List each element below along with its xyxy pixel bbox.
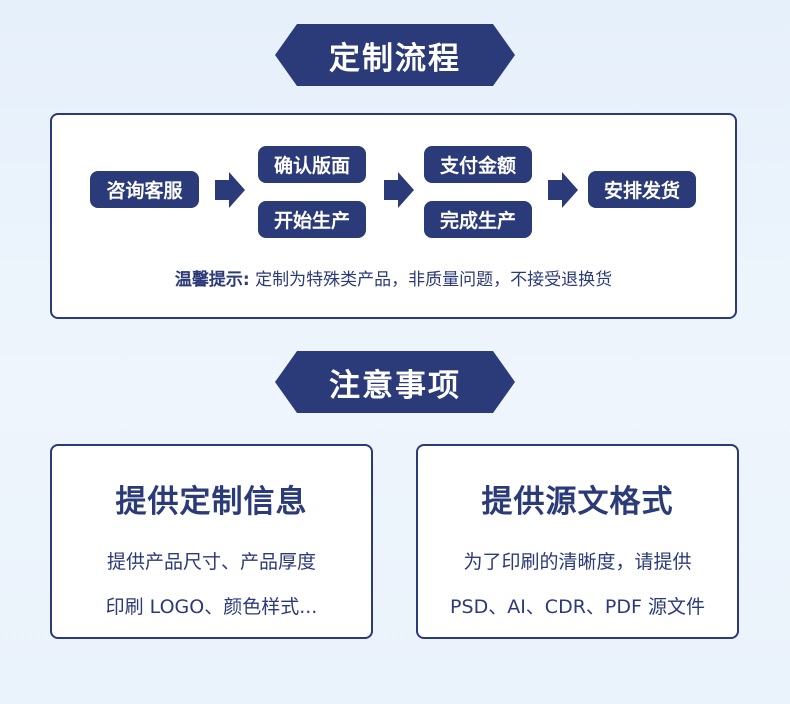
note-card-line: 印刷 LOGO、颜色样式...: [105, 596, 318, 618]
note-card-info: 提供定制信息 提供产品尺寸、产品厚度 印刷 LOGO、颜色样式...: [50, 444, 373, 639]
step-consult-label: 咨询客服: [106, 180, 183, 202]
arrow-right-icon: [548, 172, 578, 208]
step-confirm-layout-label: 确认版面: [273, 155, 350, 177]
step-pay-amount: 支付金额: [424, 146, 532, 183]
step-confirm-layout: 确认版面: [258, 146, 366, 183]
step-complete-production-label: 完成生产: [439, 210, 516, 232]
tip-text: 定制为特殊类产品，非质量问题，不接受退换货: [249, 270, 613, 290]
arrow-right-icon: [215, 172, 245, 208]
process-title: 定制流程: [329, 40, 461, 77]
step-pay-amount-label: 支付金额: [439, 155, 516, 177]
notes-title: 注意事项: [329, 367, 461, 404]
step-start-production-label: 开始生产: [273, 210, 350, 232]
note-card-title: 提供定制信息: [115, 484, 308, 520]
step-consult: 咨询客服: [90, 171, 199, 208]
tip-label: 温馨提示:: [174, 270, 250, 290]
process-panel: 咨询客服 确认版面 开始生产 支付金额 完成生产 安排发货 温馨提示: 定制为特…: [50, 113, 737, 319]
step-start-production: 开始生产: [258, 201, 366, 238]
step-arrange-shipping-label: 安排发货: [603, 180, 680, 202]
notes-title-banner: 注意事项: [275, 351, 515, 413]
process-title-banner: 定制流程: [275, 24, 515, 86]
note-card-line: 为了印刷的清晰度，请提供: [463, 551, 692, 573]
process-tip: 温馨提示: 定制为特殊类产品，非质量问题，不接受退换货: [52, 265, 735, 290]
note-card-line: PSD、AI、CDR、PDF 源文件: [450, 596, 705, 618]
note-card-source-format: 提供源文格式 为了印刷的清晰度，请提供 PSD、AI、CDR、PDF 源文件: [416, 444, 739, 639]
note-card-line: 提供产品尺寸、产品厚度: [106, 551, 316, 573]
step-arrange-shipping: 安排发货: [588, 171, 696, 208]
arrow-right-icon: [384, 172, 414, 208]
step-complete-production: 完成生产: [424, 201, 532, 238]
note-card-title: 提供源文格式: [481, 484, 674, 520]
